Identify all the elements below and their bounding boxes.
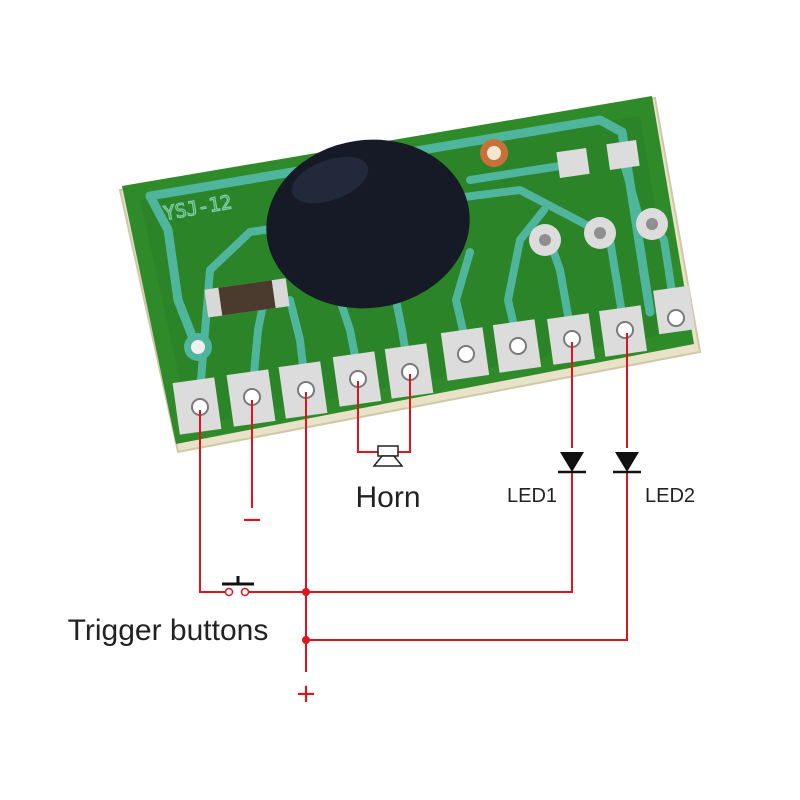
- junction-dot: [302, 588, 310, 596]
- led2-label: LED2: [645, 485, 695, 507]
- square-pad: [556, 148, 590, 178]
- sound-module-pcb: YSJ-12: [118, 96, 702, 454]
- speaker-icon: [372, 445, 404, 467]
- outline-trace-left: [145, 191, 201, 351]
- led2-diode-icon: [613, 452, 641, 474]
- wiring: [199, 333, 628, 672]
- push-button-icon: [222, 576, 254, 597]
- via-hole: [191, 340, 205, 354]
- upper-pad-row: [529, 208, 668, 256]
- smd-resistor: [204, 278, 290, 318]
- bottom-pad-row: [172, 285, 695, 435]
- wire-button-out: [248, 472, 573, 593]
- wire-trigger-in: [199, 410, 226, 593]
- wire-led2: [306, 472, 628, 641]
- wire-horn: [357, 374, 411, 453]
- led1-diode-icon: [558, 452, 586, 474]
- led1-label: LED1: [507, 485, 557, 507]
- horn-label: Horn: [355, 481, 420, 514]
- mounting-hole: [487, 146, 501, 160]
- minus-sign: −: [241, 505, 263, 535]
- trigger-label: Trigger buttons: [68, 614, 269, 647]
- square-pad: [606, 140, 640, 170]
- junction-dot: [302, 636, 310, 644]
- plus-sign: +: [295, 679, 317, 709]
- blob-highlight: [291, 156, 369, 204]
